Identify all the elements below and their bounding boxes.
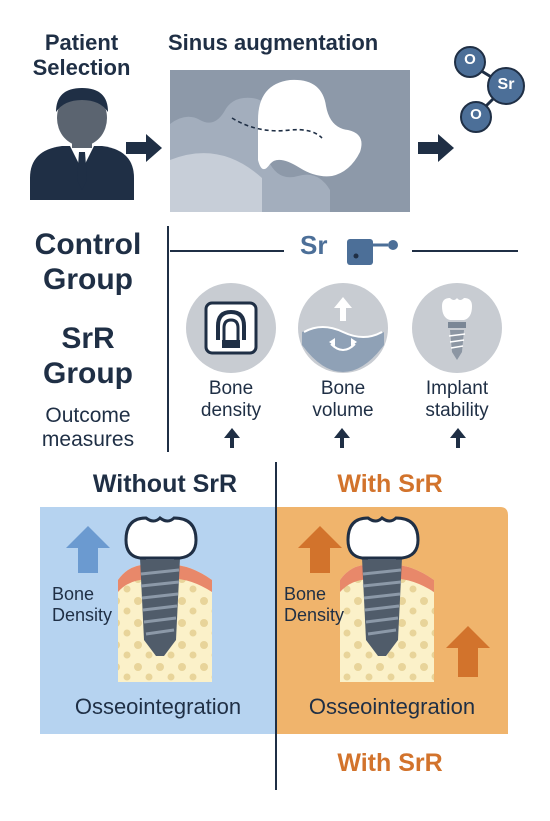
bottom-with-srr-label: With SrR [337, 749, 443, 777]
bone-volume-icon [298, 283, 388, 373]
control-group-label: Control Group [34, 228, 142, 296]
patient-selection-label: Patient Selection [32, 30, 131, 81]
left-bone-density-label: Bone Density [52, 584, 113, 625]
without-srr-title: Without SrR [92, 470, 238, 498]
outcome-label-implant-stability: Implant stability [425, 378, 489, 421]
molecule-oxygen-label: O [470, 106, 482, 123]
right-arrow-icon [418, 134, 454, 162]
up-arrow-icon [450, 428, 466, 448]
sr-header-label: Sr [300, 230, 328, 260]
right-osseointegration-label: Osseointegration [308, 694, 476, 719]
bone-implant-illustration [118, 516, 212, 682]
outcome-label-bone-density: Bone density [200, 378, 262, 421]
molecule-sr-label: Sr [497, 76, 515, 93]
right-bone-density-label: Bone Density [284, 584, 345, 625]
bone-implant-illustration [340, 516, 434, 682]
up-arrow-icon [66, 526, 110, 573]
srr-group-label: SrR Group [43, 322, 133, 390]
sinus-augmentation-label: Sinus augmentation [168, 30, 379, 55]
outcome-measures-label: Outcome measures [41, 404, 135, 452]
left-osseointegration-label: Osseointegration [74, 694, 242, 719]
implant-icon [412, 283, 502, 373]
with-srr-title: With SrR [337, 470, 443, 498]
outcome-label-bone-volume: Bone volume [312, 378, 374, 421]
right-arrow-icon [126, 134, 162, 162]
up-arrow-icon [334, 428, 350, 448]
up-arrow-icon [224, 428, 240, 448]
molecule-oxygen-label: O [464, 51, 476, 68]
up-arrow-icon [298, 526, 342, 573]
bone-density-scan-icon [186, 283, 276, 373]
sr-device-icon [347, 239, 398, 265]
up-arrow-icon [446, 626, 490, 677]
sinus-augmentation-illustration [170, 70, 410, 212]
patient-icon [30, 88, 134, 200]
strontium-molecule-icon [454, 46, 525, 133]
